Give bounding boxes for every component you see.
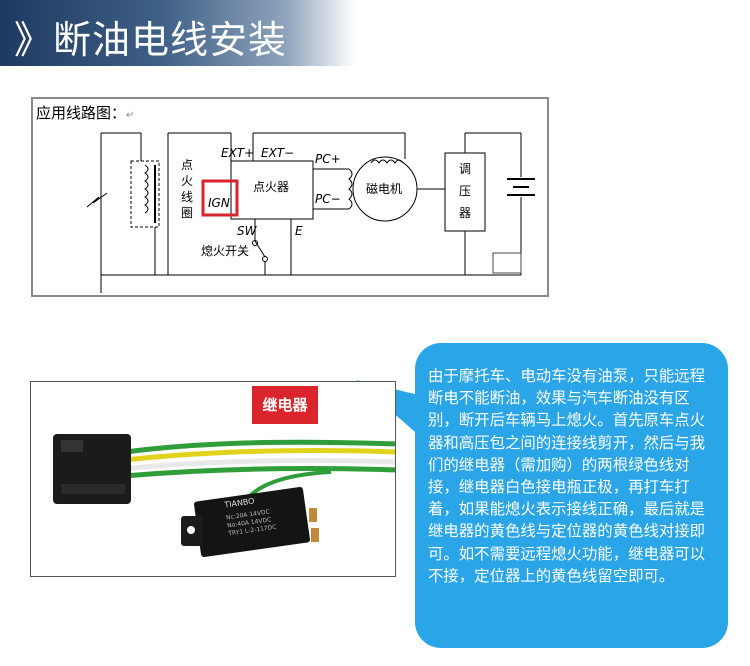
- relay-label: 继电器: [252, 386, 318, 424]
- relay-illustration: TIANBO Nc:20A 14VDC No:40A 14VDC TRY1 L-…: [53, 434, 395, 557]
- relay-print-brand: TIANBO: [223, 496, 255, 509]
- ign-highlight: [201, 179, 239, 217]
- label-coil-2: 火: [181, 174, 193, 188]
- label-pc-minus: PC−: [315, 192, 341, 206]
- label-regulator-1: 调: [459, 162, 471, 176]
- relay-body-icon: [194, 487, 310, 557]
- section-banner: 》断油电线安装: [0, 0, 356, 66]
- igniter-box: [230, 160, 314, 220]
- label-regulator-2: 压: [459, 184, 471, 198]
- label-coil-3: 线: [181, 190, 193, 204]
- label-coil-4: 圈: [181, 206, 193, 220]
- relay-photo: TIANBO Nc:20A 14VDC No:40A 14VDC TRY1 L-…: [30, 381, 396, 577]
- label-kill-switch: 熄火开关: [201, 244, 249, 258]
- label-ign: IGN: [208, 196, 230, 210]
- coil-winding: [144, 164, 149, 214]
- circuit-schematic: EXT+ EXT− PC+ PC− 点 火 线 圈 IGN 点火器 磁电机 调 …: [86, 132, 535, 293]
- wiring-diagram: 应用线路图：↵: [31, 97, 549, 297]
- label-igniter: 点火器: [253, 180, 289, 194]
- ignition-coil: [130, 160, 160, 228]
- label-magneto: 磁电机: [366, 181, 402, 196]
- label-pc-plus: PC+: [315, 152, 341, 166]
- label-e: E: [295, 224, 303, 238]
- diagram-title: 应用线路图：↵: [36, 104, 135, 122]
- label-sw: SW: [237, 224, 258, 238]
- spark-plug-icon: [86, 192, 108, 208]
- label-ext-plus: EXT+: [221, 146, 254, 160]
- banner-title: 》断油电线安装: [14, 18, 288, 62]
- pickup-coil: [348, 168, 353, 210]
- instruction-text: 由于摩托车、电动车没有油泵，只能远程断电不能断油，效果与汽车断油没有区别，断开后…: [428, 367, 706, 585]
- instruction-bubble: 由于摩托车、电动车没有油泵，只能远程断电不能断油，效果与汽车断油没有区别，断开后…: [415, 343, 728, 648]
- label-coil-1: 点: [181, 158, 193, 172]
- label-ext-minus: EXT−: [261, 146, 294, 160]
- label-regulator-3: 器: [459, 206, 471, 220]
